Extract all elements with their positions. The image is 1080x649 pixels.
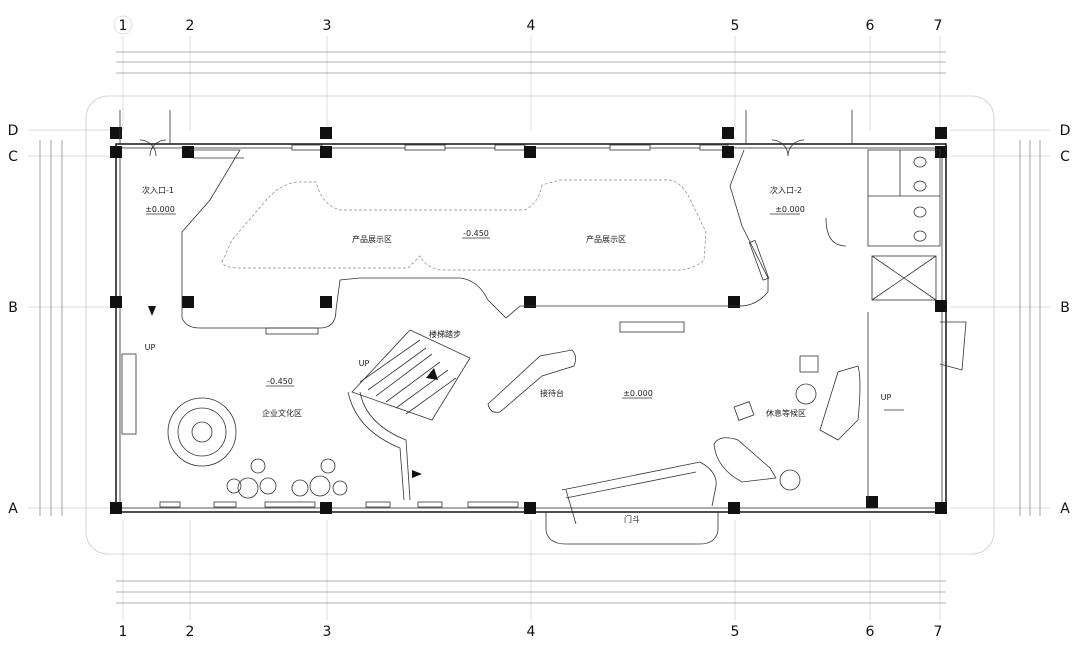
room-label: 接待台	[540, 388, 564, 398]
grid-col-label: 1	[119, 18, 128, 34]
dimension-lines-top	[39, 51, 1041, 604]
grid-row-label: C	[1060, 149, 1070, 165]
arrow-icon	[148, 306, 156, 316]
level-value: ±0.000	[623, 389, 653, 398]
grid-col-label: 2	[186, 18, 195, 34]
front-entrance	[545, 461, 719, 545]
stair	[347, 329, 471, 501]
room-label: 次入口-2	[770, 185, 802, 195]
grid-row-label: A	[1060, 501, 1070, 517]
grid-col-label: 6	[866, 18, 875, 34]
level-value: -0.450	[267, 377, 293, 386]
grid-col-label: 5	[731, 18, 740, 34]
grid-col-label: 7	[934, 624, 943, 640]
service-core	[825, 149, 967, 500]
grid-col-label: 7	[934, 18, 943, 34]
arrow-icon	[412, 470, 422, 478]
grid-col-label: 2	[186, 624, 195, 640]
rest-zone-furniture	[713, 355, 861, 491]
room-label: 休息等候区	[766, 408, 806, 418]
grid-row-label: A	[8, 501, 18, 517]
up-label: UP	[881, 393, 892, 402]
room-label: 门斗	[624, 514, 640, 524]
display-shelves	[121, 240, 770, 435]
round-seating	[167, 397, 348, 499]
grid-labels-left: D C B A	[8, 123, 19, 517]
grid-labels-right: D C B A	[1060, 123, 1071, 517]
grid-col-label: 5	[731, 624, 740, 640]
room-label: 次入口-1	[142, 185, 174, 195]
grid-row-label: C	[8, 149, 18, 165]
grid-row-label: B	[1060, 300, 1070, 316]
product-display-area	[181, 149, 769, 329]
grid-col-label: 6	[866, 624, 875, 640]
windows	[159, 144, 729, 508]
up-markers: UP UP UP	[145, 306, 892, 478]
grid-labels-top: 1 2 3 4 5 6 7	[113, 15, 943, 35]
up-label: UP	[145, 343, 156, 352]
arrow-icon	[426, 368, 438, 380]
level-value: ±0.000	[775, 205, 805, 214]
grid-col-label: 4	[527, 624, 536, 640]
grid-col-label: 1	[119, 624, 128, 640]
room-label: 产品展示区	[352, 234, 392, 244]
grid-col-label: 3	[323, 18, 332, 34]
grid-col-label: 3	[323, 624, 332, 640]
level-value: ±0.000	[145, 205, 175, 214]
structural-columns	[110, 127, 947, 514]
reception-desk	[487, 349, 576, 413]
grid-lines	[28, 36, 1050, 620]
room-label: 企业文化区	[262, 408, 302, 418]
grid-labels-bottom: 1 2 3 4 5 6 7	[119, 624, 943, 640]
grid-row-label: D	[1060, 123, 1071, 139]
room-labels: 产品展示区 产品展示区 企业文化区 休息等候区 次入口-1 次入口-2 接待台 …	[142, 185, 806, 524]
room-label: 产品展示区	[586, 234, 626, 244]
entrance-doors	[119, 110, 853, 157]
up-label: UP	[359, 359, 370, 368]
grid-col-label: 4	[527, 18, 536, 34]
grid-row-label: D	[8, 123, 19, 139]
room-label: 楼梯踏步	[429, 329, 461, 339]
level-markers: ±0.000 ±0.000 -0.450 -0.450 ±0.000	[145, 205, 805, 399]
level-value: -0.450	[463, 229, 489, 238]
grid-row-label: B	[8, 300, 18, 316]
site-boundary	[85, 95, 995, 555]
